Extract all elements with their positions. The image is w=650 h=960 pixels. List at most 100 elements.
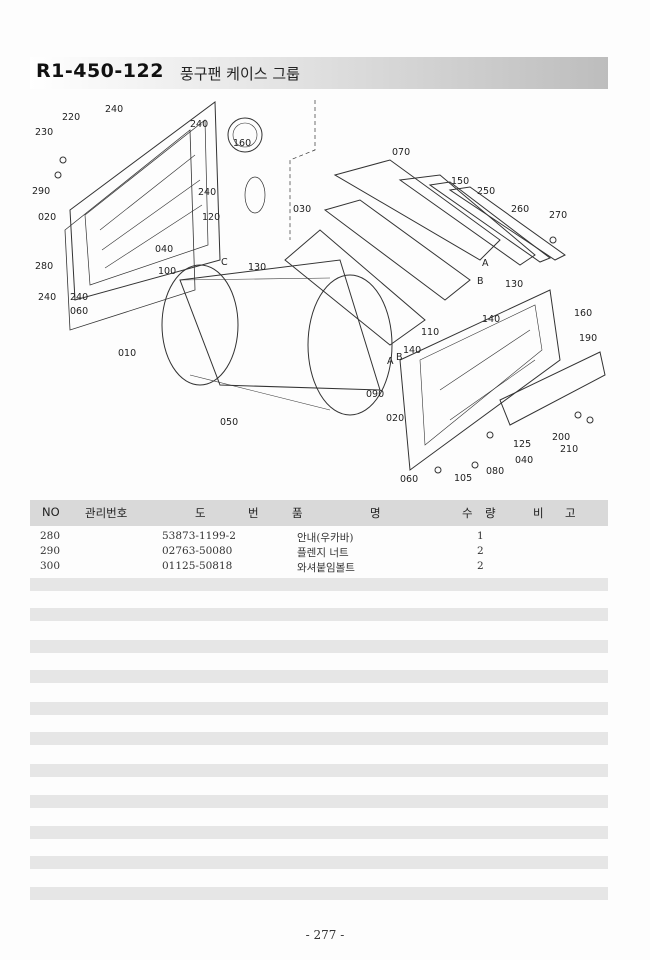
label-110: 110 xyxy=(421,327,439,338)
group-code: R1-450-122 xyxy=(36,60,164,82)
table-row: 290 02763-50080 플렌지 너트 2 xyxy=(30,545,608,560)
label-030: 030 xyxy=(293,204,311,215)
header-name-1: 품 xyxy=(292,506,303,520)
label-a: A xyxy=(482,258,489,269)
table-header: NO 관리번호 도 번 품 명 수 량 비 고 xyxy=(30,500,608,526)
cell-drawing: 01125-50818 xyxy=(162,560,233,572)
label-040: 040 xyxy=(515,455,533,466)
cell-drawing: 53873-1199-2 xyxy=(162,530,236,542)
table-row: 280 53873-1199-2 안내(우카바) 1 xyxy=(30,530,608,545)
label-105: 105 xyxy=(454,473,472,484)
exploded-parts-diagram: 240 220 230 240 160 290 240 020 120 040 … xyxy=(32,100,606,485)
label-230: 230 xyxy=(35,127,53,138)
label-200: 200 xyxy=(552,432,570,443)
label-160: 160 xyxy=(574,308,592,319)
table-stripe xyxy=(30,578,608,591)
table-stripe xyxy=(30,640,608,653)
channel-070 xyxy=(333,159,501,261)
drum-body xyxy=(179,259,381,391)
header-drawing-1: 도 xyxy=(195,506,206,520)
header-drawing-2: 번 xyxy=(248,506,259,520)
cell-no: 300 xyxy=(40,560,61,572)
channel-250 xyxy=(428,181,552,263)
label-120: 120 xyxy=(202,212,220,223)
label-220: 220 xyxy=(62,112,80,123)
label-a: A xyxy=(387,356,394,367)
label-100: 100 xyxy=(158,266,176,277)
label-080: 080 xyxy=(486,466,504,477)
cell-no: 290 xyxy=(40,545,61,557)
page-number: - 277 - xyxy=(305,928,345,942)
cell-no: 280 xyxy=(40,530,61,542)
label-240: 240 xyxy=(190,119,208,130)
label-b: B xyxy=(396,352,403,363)
label-240: 240 xyxy=(38,292,56,303)
label-260: 260 xyxy=(511,204,529,215)
label-040: 040 xyxy=(155,244,173,255)
cell-name: 플렌지 너트 xyxy=(297,547,349,559)
group-name: 풍구팬 케이스 그룹 xyxy=(180,65,300,83)
table-stripe xyxy=(30,826,608,839)
label-190: 190 xyxy=(579,333,597,344)
label-240: 240 xyxy=(198,187,216,198)
cell-name: 와셔붙임볼트 xyxy=(297,562,355,574)
label-125: 125 xyxy=(513,439,531,450)
label-160: 160 xyxy=(233,138,251,149)
label-020: 020 xyxy=(38,212,56,223)
label-250: 250 xyxy=(477,186,495,197)
channel-130 xyxy=(284,229,426,346)
label-b: B xyxy=(477,276,484,287)
label-210: 210 xyxy=(560,444,578,455)
label-270: 270 xyxy=(549,210,567,221)
round-part-160 xyxy=(227,117,263,153)
label-280: 280 xyxy=(35,261,53,272)
right-frame xyxy=(399,289,561,471)
label-240: 240 xyxy=(105,104,123,115)
channel-030 xyxy=(323,199,471,301)
label-020: 020 xyxy=(386,413,404,424)
label-140: 140 xyxy=(403,345,421,356)
table-stripe xyxy=(30,702,608,715)
table-stripe xyxy=(30,670,608,683)
table-stripe xyxy=(30,608,608,621)
cell-qty: 2 xyxy=(477,545,484,557)
table-stripe xyxy=(30,732,608,745)
label-090: 090 xyxy=(366,389,384,400)
channel-260 xyxy=(448,186,566,261)
table-stripe xyxy=(30,764,608,777)
table-row: 300 01125-50818 와셔붙임볼트 2 xyxy=(30,560,608,575)
label-010: 010 xyxy=(118,348,136,359)
label-140: 140 xyxy=(482,314,500,325)
bottom-plate xyxy=(499,351,606,426)
title-bar: R1-450-122 풍구팬 케이스 그룹 xyxy=(30,57,608,89)
left-case-panel xyxy=(69,101,221,301)
cell-qty: 1 xyxy=(477,530,484,542)
cell-name: 안내(우카바) xyxy=(297,532,354,544)
left-case-inner xyxy=(84,119,209,286)
label-060: 060 xyxy=(70,306,88,317)
label-290: 290 xyxy=(32,186,50,197)
parts-table: 280 53873-1199-2 안내(우카바) 1 290 02763-500… xyxy=(30,530,608,575)
drum-end-right xyxy=(307,274,393,416)
header-name-2: 명 xyxy=(370,506,381,520)
label-130: 130 xyxy=(248,262,266,273)
label-070: 070 xyxy=(392,147,410,158)
label-150: 150 xyxy=(451,176,469,187)
front-frame xyxy=(64,129,196,331)
drum-end-left xyxy=(161,264,239,386)
label-050: 050 xyxy=(220,417,238,428)
cell-drawing: 02763-50080 xyxy=(162,545,233,557)
header-no: NO xyxy=(42,505,60,519)
table-stripe xyxy=(30,795,608,808)
label-240: 240 xyxy=(70,292,88,303)
table-stripe xyxy=(30,856,608,869)
header-qty-2: 량 xyxy=(485,506,496,520)
channel-150 xyxy=(398,174,536,266)
header-remark-1: 비 xyxy=(533,506,544,520)
header-qty-1: 수 xyxy=(462,506,473,520)
cell-qty: 2 xyxy=(477,560,484,572)
label-c: C xyxy=(221,257,228,268)
label-130: 130 xyxy=(505,279,523,290)
table-stripe xyxy=(30,887,608,900)
